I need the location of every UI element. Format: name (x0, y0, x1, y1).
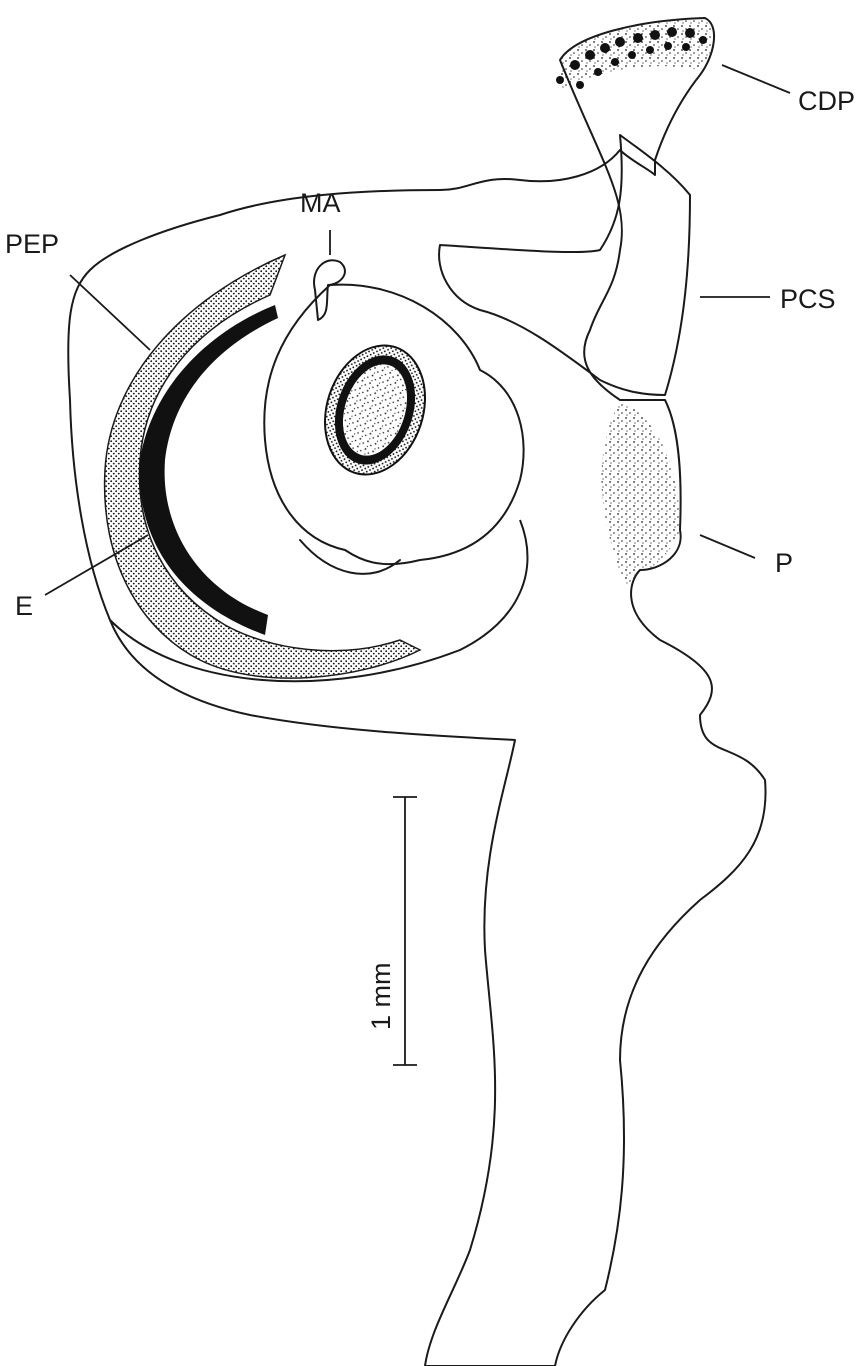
label-p: P (775, 548, 793, 578)
oval-ring (309, 332, 441, 487)
scale-bar-label: 1 mm (366, 963, 396, 1031)
scale-bar: 1 mm (366, 797, 417, 1065)
ma-structure (314, 260, 345, 320)
label-cdp: CDP (798, 86, 855, 116)
leader-p (700, 535, 755, 558)
label-pcs: PCS (780, 284, 836, 314)
lower-hook (300, 540, 400, 574)
label-pep: PEP (5, 229, 59, 259)
body-outline (68, 18, 765, 1366)
label-ma: MA (300, 188, 341, 218)
leader-pep (70, 275, 150, 350)
p-region (601, 400, 680, 585)
leader-cdp (722, 65, 790, 93)
label-e: E (15, 591, 33, 621)
